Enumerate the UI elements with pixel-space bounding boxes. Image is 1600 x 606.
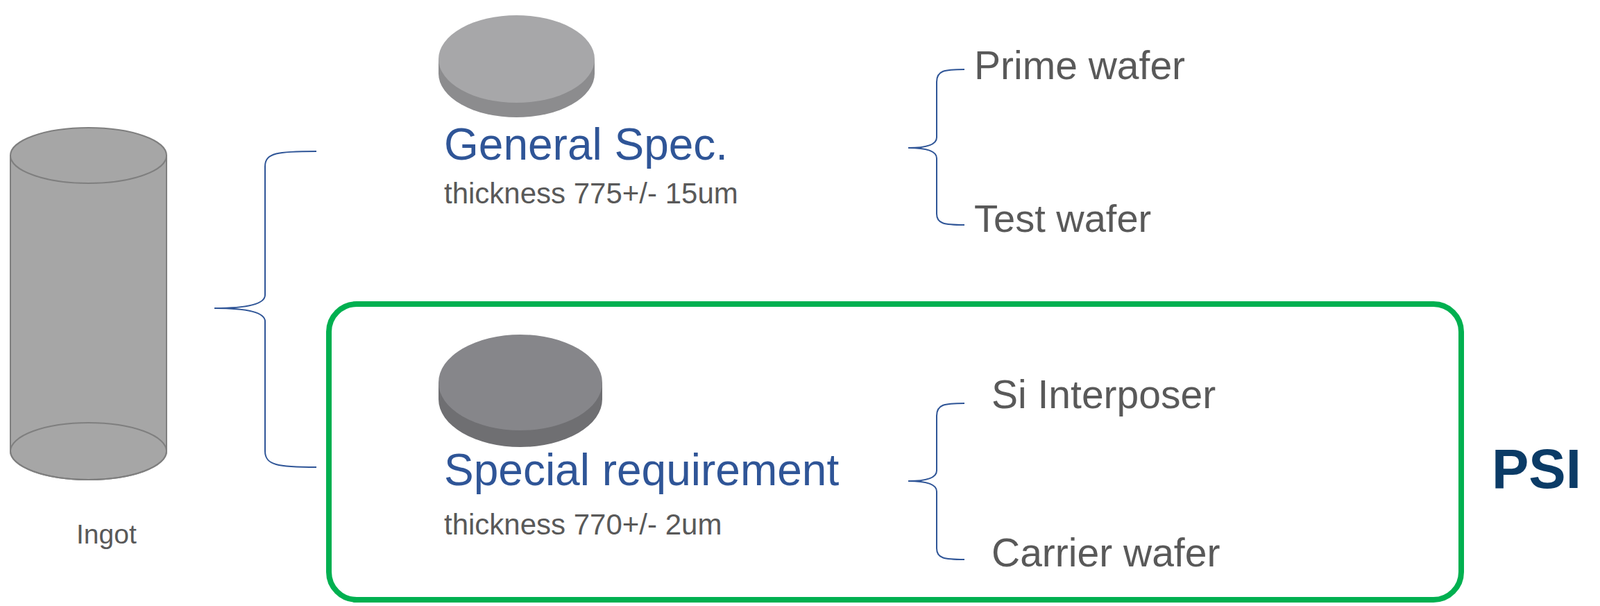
wafer-type: Test wafer: [974, 199, 1152, 238]
ingot-cylinder: [10, 127, 167, 480]
main-brace: [214, 151, 317, 467]
dimension: thickness 770+/- 2um: [444, 509, 722, 540]
group-frame: PSI: [326, 301, 1465, 603]
part-name: Ingot: [76, 520, 137, 548]
spec-heading: General Spec.: [444, 122, 728, 167]
wafer-type: Prime wafer: [974, 45, 1186, 86]
special-brace: [908, 403, 965, 560]
spec-heading: Special requirement: [444, 447, 839, 492]
general-wafer: [438, 15, 595, 118]
general-brace: [908, 69, 965, 225]
wafer-type: Carrier wafer: [991, 532, 1220, 573]
wafer-type: Si Interposer: [991, 374, 1216, 415]
special-wafer: [438, 334, 603, 447]
dimension: thickness 775+/- 15um: [444, 179, 739, 209]
group-heading: PSI: [1491, 441, 1582, 497]
